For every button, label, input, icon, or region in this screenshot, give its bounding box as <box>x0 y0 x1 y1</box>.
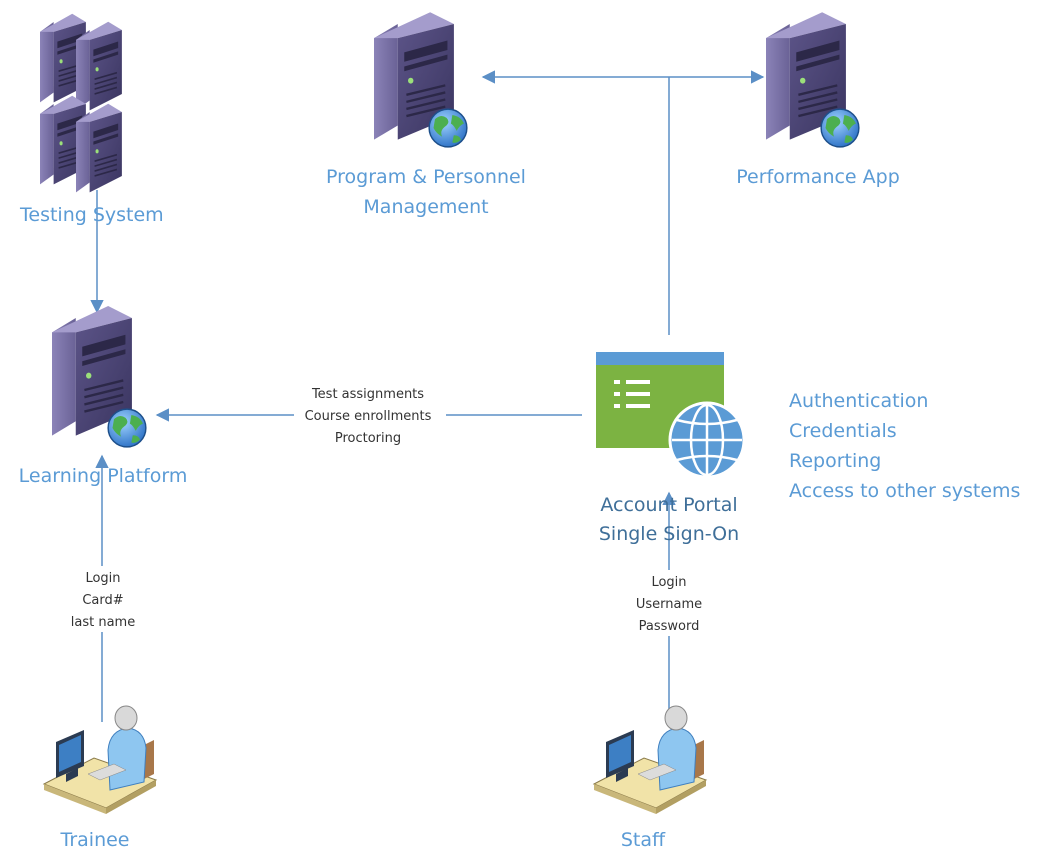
trainee-node: Trainee <box>43 705 157 851</box>
program-personnel-label-line2: Management <box>363 196 488 218</box>
program-personnel-node: Program & Personnel Management <box>326 11 526 218</box>
server-stack-icon <box>39 12 123 194</box>
feature-credentials: Credentials <box>789 420 897 442</box>
edge-label-test-assignments: Test assignments <box>311 387 424 402</box>
feature-authentication: Authentication <box>789 390 928 412</box>
user-workstation-icon <box>43 705 157 815</box>
edge-label-staff-login: Login Username Password <box>624 570 714 636</box>
globe-icon <box>428 108 468 148</box>
learning-platform-label: Learning Platform <box>19 465 188 487</box>
program-personnel-label-line1: Program & Personnel <box>326 166 526 188</box>
staff-password-label: Password <box>639 619 700 634</box>
staff-label: Staff <box>621 829 666 851</box>
performance-app-node: Performance App <box>736 11 900 188</box>
edge-label-trainee-login: Login Card# last name <box>62 566 144 632</box>
trainee-login-label: Login <box>85 571 120 586</box>
edge-label-course-enrollments: Course enrollments <box>305 409 432 424</box>
edge-label-portal-learning: Test assignments Course enrollments Proc… <box>294 387 446 446</box>
trainee-lastname-label: last name <box>71 615 135 630</box>
edge-label-proctoring: Proctoring <box>335 431 401 446</box>
staff-node: Staff <box>593 705 707 851</box>
performance-app-label: Performance App <box>736 166 900 188</box>
account-portal-label-line1: Account Portal <box>600 494 737 516</box>
feature-reporting: Reporting <box>789 450 881 472</box>
portal-features-list: Authentication Credentials Reporting Acc… <box>789 390 1020 502</box>
globe-icon <box>668 401 746 479</box>
staff-username-label: Username <box>636 597 702 612</box>
staff-login-label: Login <box>651 575 686 590</box>
account-portal-node: Account Portal Single Sign-On <box>596 352 746 545</box>
account-portal-label-line2: Single Sign-On <box>599 523 739 545</box>
globe-icon <box>820 108 860 148</box>
trainee-label: Trainee <box>60 829 130 851</box>
trainee-card-label: Card# <box>82 593 123 608</box>
testing-system-node: Testing System <box>19 12 164 226</box>
learning-platform-node: Learning Platform <box>19 304 188 487</box>
testing-system-label: Testing System <box>19 204 164 226</box>
feature-access-other-systems: Access to other systems <box>789 480 1020 502</box>
globe-icon <box>107 408 147 448</box>
user-workstation-icon <box>593 705 707 815</box>
